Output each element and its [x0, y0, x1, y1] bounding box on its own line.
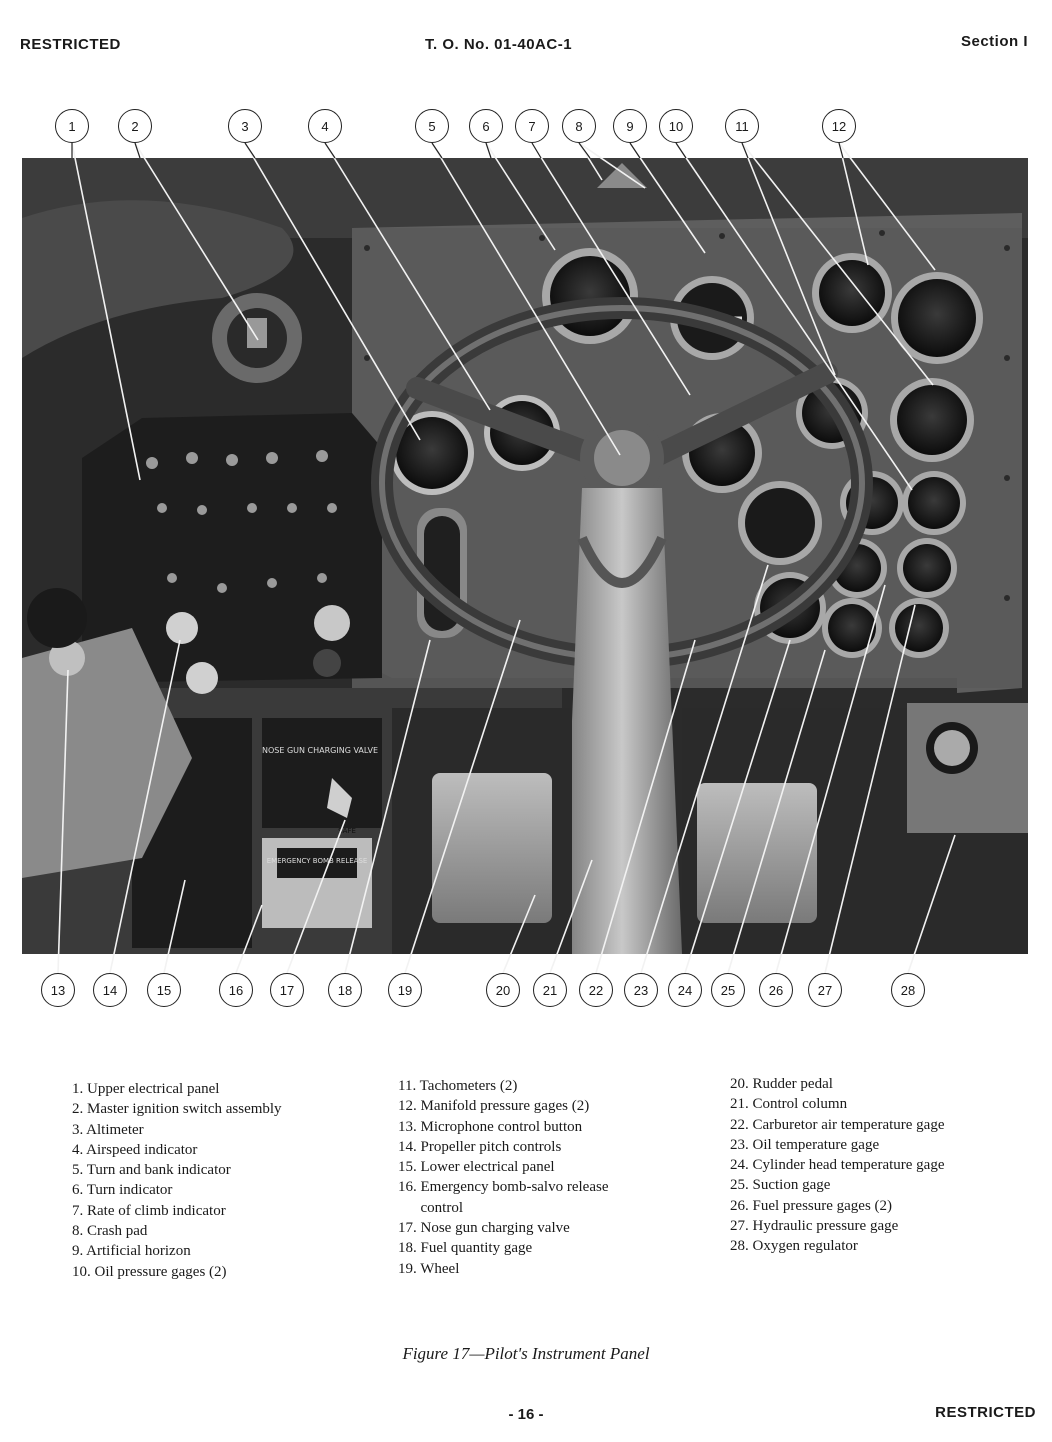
top-callout-7: 7 — [515, 109, 549, 143]
top-callout-10: 10 — [659, 109, 693, 143]
bottom-callout-25: 25 — [711, 973, 745, 1007]
legend-item: 7. Rate of climb indicator — [72, 1202, 226, 1219]
bottom-callout-26: 26 — [759, 973, 793, 1007]
section-label: Section I — [960, 33, 1028, 50]
bottom-callout-27: 27 — [808, 973, 842, 1007]
bottom-callout-15: 15 — [147, 973, 181, 1007]
legend-item: 25. Suction gage — [730, 1177, 831, 1194]
legend-item: 1. Upper electrical panel — [72, 1081, 220, 1097]
legend-item: 10. Oil pressure gages (2) — [72, 1263, 227, 1280]
legend-item: 22. Carburetor air temperature gage — [730, 1116, 945, 1133]
restricted-header-left: RESTRICTED — [20, 36, 121, 53]
bottom-callout-17: 17 — [270, 973, 304, 1007]
legend-item: 3. Altimeter — [72, 1121, 144, 1138]
legend-item: 9. Artificial horizon — [72, 1243, 191, 1260]
instrument-panel-photo: NOSE GUN CHARGING VALVE EMERGENCY BOMB R… — [22, 158, 1028, 954]
bottom-callout-18: 18 — [328, 973, 362, 1007]
figure-caption: Figure 17—Pilot's Instrument Panel — [402, 1344, 650, 1363]
bottom-callout-19: 19 — [388, 973, 422, 1007]
bottom-callout-23: 23 — [624, 973, 658, 1007]
top-callout-2: 2 — [118, 109, 152, 143]
legend-item: 5. Turn and bank indicator — [72, 1162, 231, 1179]
safe-label: SAFE — [338, 827, 356, 835]
legend-item: 8. Crash pad — [72, 1223, 148, 1240]
top-callout-1: 1 — [55, 109, 89, 143]
legend-item: 15. Lower electrical panel — [398, 1159, 555, 1176]
top-callout-12: 12 — [822, 109, 856, 143]
legend-item: 12. Manifold pressure gages (2) — [398, 1098, 590, 1115]
legend-item: 28. Oxygen regulator — [730, 1238, 858, 1255]
top-callout-3: 3 — [228, 109, 262, 143]
document-number: T. O. No. 01-40AC-1 — [425, 36, 573, 53]
legend-item: 18. Fuel quantity gage — [398, 1240, 533, 1257]
top-callout-6: 6 — [469, 109, 503, 143]
bottom-callout-13: 13 — [41, 973, 75, 1007]
legend-item: 27. Hydraulic pressure gage — [730, 1218, 899, 1235]
restricted-footer: RESTRICTED — [935, 1404, 1036, 1421]
top-callout-9: 9 — [613, 109, 647, 143]
top-callout-8: 8 — [562, 109, 596, 143]
legend-item: 2. Master ignition switch assembly — [72, 1101, 282, 1118]
legend-item: 16. Emergency bomb-salvo release — [398, 1179, 609, 1196]
top-callout-4: 4 — [308, 109, 342, 143]
bottom-callout-16: 16 — [219, 973, 253, 1007]
bottom-callout-20: 20 — [486, 973, 520, 1007]
legend-column-2: 11. Tachometers (2) 12. Manifold pressure… — [398, 1076, 608, 1279]
legend-item: control — [398, 1199, 464, 1216]
legend-item: 13. Microphone control button — [398, 1118, 583, 1135]
top-callout-11: 11 — [725, 109, 759, 143]
bottom-callout-28: 28 — [891, 973, 925, 1007]
legend-item: 4. Airspeed indicator — [72, 1141, 198, 1158]
legend-item: 19. Wheel — [398, 1260, 460, 1277]
legend-item: 24. Cylinder head temperature gage — [730, 1157, 945, 1174]
bottom-callout-21: 21 — [533, 973, 567, 1007]
legend-item: 20. Rudder pedal — [730, 1076, 833, 1092]
top-callout-5: 5 — [415, 109, 449, 143]
nose-gun-placard-text: NOSE GUN CHARGING VALVE — [262, 746, 378, 755]
legend-item: 17. Nose gun charging valve — [398, 1220, 570, 1237]
legend-item: 6. Turn indicator — [72, 1182, 173, 1199]
legend-item: 14. Propeller pitch controls — [398, 1138, 562, 1155]
bottom-callout-24: 24 — [668, 973, 702, 1007]
bottom-callout-22: 22 — [579, 973, 613, 1007]
bottom-callout-14: 14 — [93, 973, 127, 1007]
bomb-release-placard-text: EMERGENCY BOMB RELEASE — [267, 857, 368, 865]
legend-item: 26. Fuel pressure gages (2) — [730, 1197, 893, 1214]
legend-item: 23. Oil temperature gage — [730, 1136, 880, 1153]
page-number: - 16 - — [508, 1406, 544, 1423]
legend-item: 21. Control column — [730, 1096, 848, 1113]
legend-item: 11. Tachometers (2) — [398, 1078, 518, 1094]
legend-column-3: 20. Rudder pedal 21. Control column 22. Ca… — [730, 1074, 945, 1257]
legend-column-1: 1. Upper electrical panel 2. Master ignit… — [72, 1079, 282, 1282]
